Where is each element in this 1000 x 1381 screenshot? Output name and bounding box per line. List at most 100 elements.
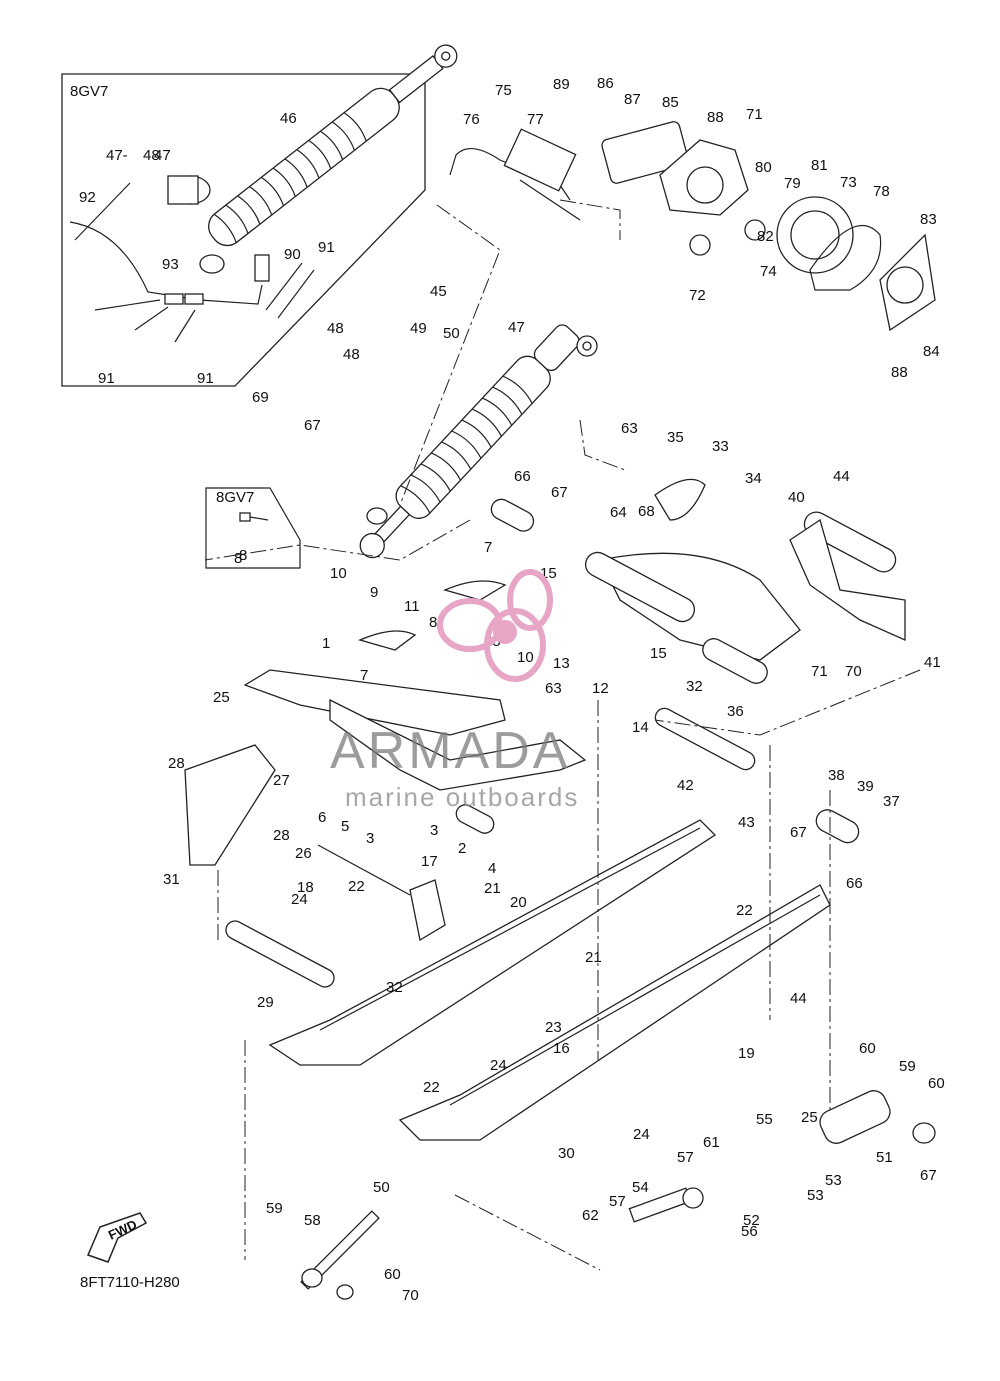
- callout-87: 87: [624, 91, 641, 108]
- callout-91: 91: [318, 239, 335, 256]
- reference-lines: [204, 199, 921, 1271]
- callout-47: 47: [154, 147, 171, 164]
- callout-5: 5: [341, 818, 349, 835]
- callout-76: 76: [463, 111, 480, 128]
- front-arm-assembly: [184, 580, 587, 988]
- callout-31: 31: [163, 871, 180, 888]
- callout-86: 86: [597, 75, 614, 92]
- callout-51: 51: [876, 1149, 893, 1166]
- rear-arm-assembly: [490, 478, 906, 844]
- callout-22: 22: [348, 878, 365, 895]
- callout-61: 61: [703, 1134, 720, 1151]
- callout-41: 41: [924, 654, 941, 671]
- callout-21: 21: [484, 880, 501, 897]
- callout-59: 59: [899, 1058, 916, 1075]
- callout-66: 66: [846, 875, 863, 892]
- inset-note-47: 47-: [106, 147, 128, 164]
- inset-8gv7-shock: 8GV7 47- 48: [61, 44, 458, 387]
- inset-small-part: 8: [234, 550, 242, 567]
- callout-50: 50: [443, 325, 460, 342]
- callout-40: 40: [788, 489, 805, 506]
- callout-69: 69: [252, 389, 269, 406]
- callout-7: 7: [484, 539, 492, 556]
- callout-11: 11: [404, 598, 420, 615]
- callout-92: 92: [79, 189, 96, 206]
- callout-34: 34: [745, 470, 762, 487]
- callout-36: 36: [727, 703, 744, 720]
- adjuster-assembly: [449, 121, 936, 332]
- callout-75: 75: [495, 82, 512, 99]
- rear-axle-hardware: [300, 1090, 936, 1300]
- inset-8gv7-bolt: 8GV7 8: [205, 487, 301, 569]
- callout-14: 14: [632, 719, 649, 736]
- callout-10: 10: [330, 565, 347, 582]
- callout-45: 45: [430, 283, 447, 300]
- callout-91: 91: [98, 370, 115, 387]
- callout-9: 9: [370, 584, 378, 601]
- callout-60: 60: [928, 1075, 945, 1092]
- callout-43: 43: [738, 814, 755, 831]
- callout-1: 1: [322, 635, 330, 652]
- callout-48: 48: [327, 320, 344, 337]
- callout-52: 52: [743, 1212, 760, 1229]
- callout-3: 3: [430, 822, 438, 839]
- fwd-arrow-icon: FWD: [86, 1212, 148, 1263]
- callout-24: 24: [490, 1057, 507, 1074]
- callout-19: 19: [738, 1045, 755, 1062]
- callout-7: 7: [360, 667, 368, 684]
- callout-2: 2: [458, 840, 466, 857]
- callout-78: 78: [873, 183, 890, 200]
- callout-79: 79: [784, 175, 801, 192]
- callout-63: 63: [545, 680, 562, 697]
- callout-55: 55: [756, 1111, 773, 1128]
- watermark-tagline: marine outboards: [345, 782, 579, 812]
- callout-49: 49: [410, 320, 427, 337]
- callout-35: 35: [667, 429, 684, 446]
- callout-67: 67: [920, 1167, 937, 1184]
- callout-88: 88: [891, 364, 908, 381]
- callout-18: 18: [297, 879, 314, 896]
- callout-73: 73: [840, 174, 857, 191]
- callout-81: 81: [811, 157, 828, 174]
- callout-39: 39: [857, 778, 874, 795]
- callout-32: 32: [686, 678, 703, 695]
- callout-38: 38: [828, 767, 845, 784]
- callout-84: 84: [923, 343, 940, 360]
- callout-13: 13: [553, 655, 570, 672]
- callout-72: 72: [689, 287, 706, 304]
- callout-91: 91: [197, 370, 214, 387]
- callout-77: 77: [527, 111, 544, 128]
- shock-absorber: [359, 324, 598, 559]
- callout-70: 70: [402, 1287, 419, 1304]
- callout-37: 37: [883, 793, 900, 810]
- callout-47: 47: [508, 319, 525, 336]
- inset-small-label: 8GV7: [216, 489, 254, 506]
- callout-93: 93: [162, 256, 179, 273]
- inset-note-48: 48: [143, 147, 160, 164]
- callout-50: 50: [373, 1179, 390, 1196]
- callout-74: 74: [760, 263, 777, 280]
- callout-20: 20: [510, 894, 527, 911]
- callout-33: 33: [712, 438, 729, 455]
- callout-53: 53: [807, 1187, 824, 1204]
- callout-10: 10: [517, 649, 534, 666]
- watermark: ARMADA marine outboards: [330, 569, 579, 812]
- callout-30: 30: [558, 1145, 575, 1162]
- callout-15: 15: [650, 645, 667, 662]
- callout-12: 12: [592, 680, 609, 697]
- callout-25: 25: [213, 689, 230, 706]
- callout-56: 56: [741, 1223, 758, 1240]
- fwd-label: FWD: [106, 1217, 139, 1243]
- propeller-logo-icon: [437, 569, 553, 682]
- callout-71: 71: [811, 663, 828, 680]
- callout-22: 22: [423, 1079, 440, 1096]
- inset-label: 8GV7: [70, 83, 108, 100]
- callout-60: 60: [384, 1266, 401, 1283]
- callout-8: 8: [239, 547, 247, 564]
- watermark-brand: ARMADA: [330, 722, 570, 780]
- callout-28: 28: [273, 827, 290, 844]
- callout-6: 6: [318, 809, 326, 826]
- callout-80: 80: [755, 159, 772, 176]
